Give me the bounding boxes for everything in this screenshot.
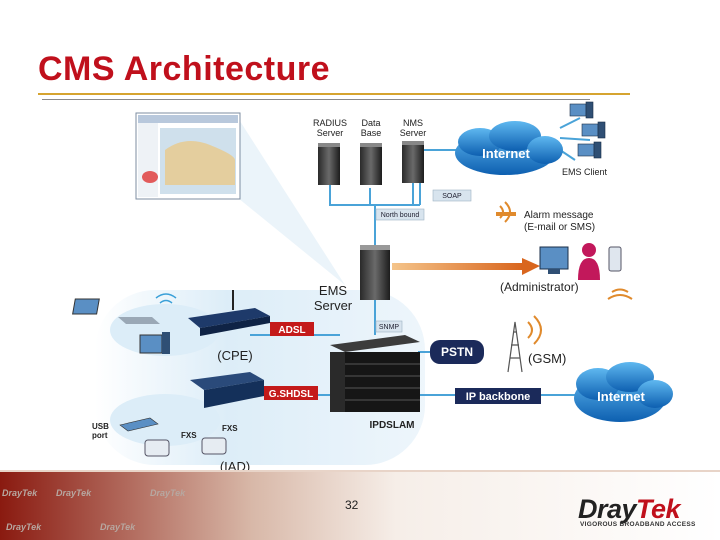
ems-server-label-line2: Server [314, 298, 353, 313]
admin-signal-icon [607, 288, 633, 300]
iad-router-icon [190, 372, 264, 408]
telephone-icon-right [201, 437, 227, 455]
soap-tag [432, 189, 472, 202]
alarm-arrow-icon [496, 212, 516, 216]
ems-server [360, 245, 390, 300]
gsm-signal-icon [527, 315, 542, 345]
ems-client-label: EMS Client [562, 167, 608, 177]
administrator-person-icon [578, 243, 600, 280]
ems-server-label-line1: EMS [319, 283, 348, 298]
internet-label-bottom: Internet [597, 389, 645, 404]
gsm-label: (GSM) [528, 351, 566, 366]
alarm-message-label: Alarm message [524, 210, 594, 221]
cpe-router-icon [188, 290, 270, 336]
arrow-head-icon [522, 258, 540, 275]
iad-label: (IAD) [220, 459, 250, 470]
title-underline-gold [38, 93, 630, 95]
cpe-pc-icon [139, 332, 170, 354]
brand-tagline: VIGOROUS BROADBAND ACCESS [580, 521, 696, 528]
snmp-tag [375, 320, 403, 333]
fxs-label: FXS [181, 431, 197, 440]
north-bound-tag [375, 208, 425, 221]
snmp-label: SNMP [379, 324, 400, 331]
radius-server-label-line2: Server [317, 128, 344, 138]
gshdsl-label: G.SHDSL [269, 389, 313, 400]
database-label-line2: Base [361, 128, 382, 138]
watermark-logo-3: DrayTek [150, 488, 186, 498]
cms-architecture-diagram: RADIUS Server Data Base NMS Server EMS S… [72, 101, 673, 470]
cpe-label: (CPE) [217, 348, 252, 363]
usb-port-label-line2: port [92, 431, 108, 440]
pstn-label: PSTN [441, 345, 473, 359]
ems-screenshot-thumbnail [135, 112, 345, 285]
radius-server [318, 143, 340, 185]
database-label-line1: Data [361, 118, 380, 128]
fxs-label-right: FXS [222, 424, 238, 433]
watermark-logo-5: DrayTek [100, 522, 136, 532]
database-server [360, 143, 382, 185]
alarm-channel-label: (E-mail or SMS) [524, 222, 595, 233]
nms-server [402, 141, 424, 183]
usb-port-label-line1: USB [92, 422, 109, 431]
footer-band [0, 470, 720, 540]
ip-backbone-label: IP backbone [466, 391, 531, 403]
adsl-tag [270, 322, 314, 336]
internet-label-top: Internet [482, 146, 530, 161]
radius-server-label-line1: RADIUS [313, 118, 347, 128]
access-network-band [95, 290, 425, 465]
gsm-tower-icon [507, 321, 523, 373]
mobile-phone-icon [608, 246, 622, 272]
soap-label: SOAP [442, 193, 462, 200]
internet-cloud-top [455, 121, 563, 175]
north-bound-label: North bound [381, 212, 420, 219]
watermark-logo-2: DrayTek [56, 488, 92, 498]
nms-server-label-line1: NMS [403, 118, 423, 128]
administrator-pc-icon [539, 246, 569, 274]
usb-device-icon [119, 417, 159, 432]
internet-cloud-bottom [574, 362, 673, 422]
watermark-logo-4: DrayTek [6, 522, 42, 532]
wifi-icon [155, 293, 177, 304]
pstn-tag [430, 340, 484, 364]
ip-backbone-tag [455, 388, 541, 404]
telephone-icon-left [144, 439, 170, 457]
administrator-label: (Administrator) [500, 280, 579, 294]
ipdslam-chassis [330, 335, 420, 412]
slide-title: CMS Architecture [38, 50, 331, 88]
nms-server-label-line2: Server [400, 128, 427, 138]
gshdsl-tag [264, 386, 318, 400]
draytek-logo: DrayTek [578, 494, 681, 524]
ipdslam-label: IPDSLAM [370, 420, 415, 431]
page-number: 32 [345, 498, 359, 512]
watermark-logo-1: DrayTek [2, 488, 38, 498]
ems-client-computers [569, 101, 606, 159]
title-underline-gray [42, 99, 590, 100]
ems-to-admin-arrow [392, 263, 522, 270]
laptop-icon [72, 298, 160, 324]
adsl-label: ADSL [278, 325, 305, 336]
